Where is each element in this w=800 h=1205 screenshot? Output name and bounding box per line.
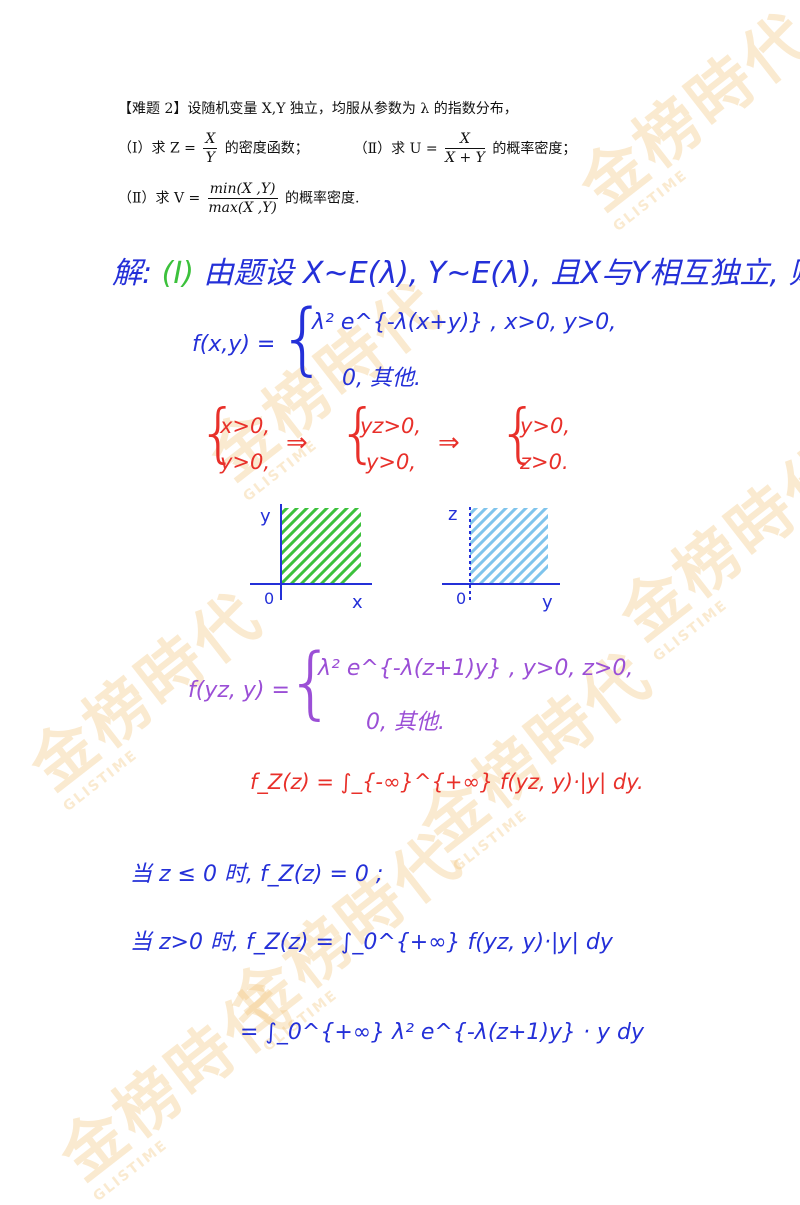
condition-transform: { x>0, y>0, ⇒ { yz>0, y>0, ⇒ { y>0, z>0. — [198, 397, 571, 474]
transformed-density: f(yz, y) = { λ² e^{-λ(z+1)y} , y>0, z>0,… — [188, 638, 634, 735]
case-z-nonpositive: 当 z ≤ 0 时, f_Z(z) = 0 ; — [130, 862, 384, 887]
left-graph: 0 x y — [250, 504, 372, 613]
origin-label: 0 — [264, 589, 274, 608]
problem-statement: 【难题 2】设随机变量 X,Y 独立，均服从参数为 λ 的指数分布， — [118, 98, 518, 118]
x-axis-label: x — [352, 592, 363, 613]
brace: { — [278, 294, 328, 384]
right-graph: 0 y z — [442, 504, 560, 613]
solution-intro: 解: (I) 由题设 X~E(λ), Y~E(λ), 且X与Y相互独立, 则 — [112, 256, 800, 291]
result-integral: = ∫_0^{+∞} λ² e^{-λ(z+1)y} · y dy — [240, 1020, 644, 1045]
x-axis-label: y — [542, 592, 553, 613]
shaded-region — [281, 508, 361, 584]
problem-part-3: （Ⅱ）求 V = min(X ,Y)max(X ,Y) 的概率密度. — [118, 181, 360, 216]
marginal-density-formula: f_Z(z) = ∫_{-∞}^{+∞} f(yz, y)·|y| dy. — [250, 770, 644, 794]
fraction: min(X ,Y)max(X ,Y) — [207, 181, 278, 216]
region-sketches: 0 x y 0 y z — [250, 504, 560, 613]
origin-label: 0 — [456, 589, 466, 608]
y-axis-label: z — [448, 504, 457, 525]
part-marker: (I) — [161, 256, 194, 291]
case-z-positive: 当 z>0 时, f_Z(z) = ∫_0^{+∞} f(yz, y)·|y| … — [130, 930, 613, 955]
y-axis-label: y — [260, 506, 271, 527]
problem-intro: 【难题 2】设随机变量 X,Y 独立，均服从参数为 λ 的指数分布， — [118, 101, 518, 117]
shaded-region — [470, 508, 548, 584]
